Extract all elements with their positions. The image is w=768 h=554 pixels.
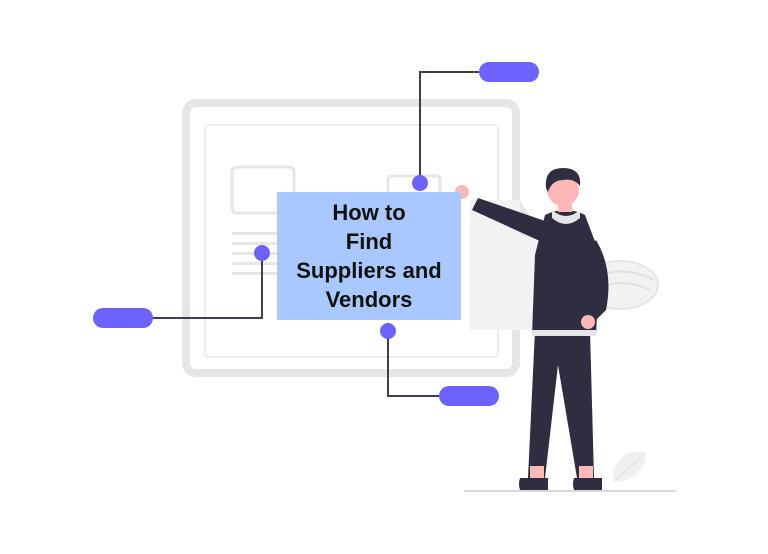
- title-line-2: Find: [345, 229, 393, 254]
- node-left: [254, 245, 270, 261]
- leaf-illustration: [613, 451, 646, 482]
- person-illustration: [455, 168, 609, 490]
- title-line-4: Vendors: [325, 287, 413, 312]
- node-bottom: [380, 323, 396, 339]
- pill-bottom: [439, 386, 499, 406]
- title-line-1: How to: [332, 200, 406, 225]
- node-top: [412, 175, 428, 191]
- pill-left: [93, 308, 153, 328]
- connector-lines: [152, 71, 480, 397]
- title-line-3: Suppliers and: [296, 258, 442, 283]
- pill-top: [479, 62, 539, 82]
- connector-nodes: [254, 175, 428, 339]
- pill-labels: [93, 62, 539, 406]
- title-card: How to Find Suppliers and Vendors: [277, 192, 461, 320]
